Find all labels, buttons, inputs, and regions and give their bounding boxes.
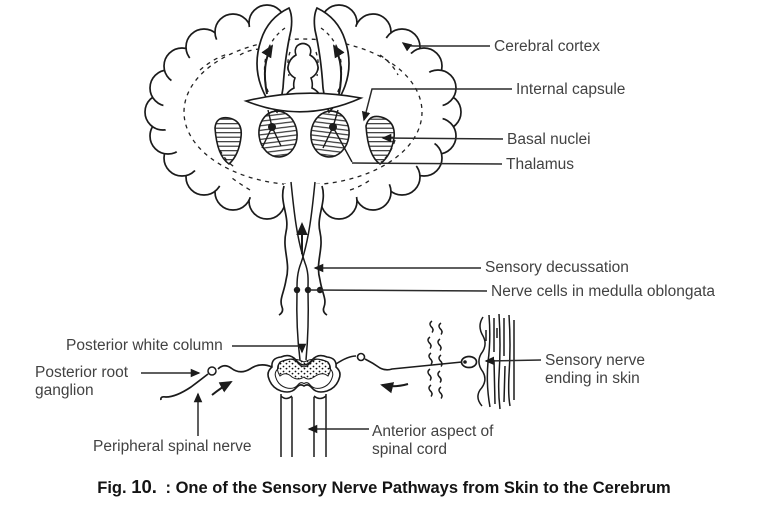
nerve-break-marks [427,320,443,400]
sensory-nerve-path [335,352,463,371]
label-anterior-aspect: Anterior aspect of spinal cord [372,423,494,458]
impulse-arrow-peripheral [211,381,233,396]
leader-basal-nuclei [381,133,504,143]
peripheral-nerve [160,364,273,401]
impulse-arrow-sensory [380,382,409,394]
leader-sensory-nerve-ending [484,356,542,366]
leader-lines [141,42,542,436]
spinal-cord-section [267,354,341,457]
brainstem [278,181,328,361]
label-internal-capsule: Internal capsule [516,81,626,98]
leader-nerve-cells [308,289,488,292]
leader-posterior-white-column [232,343,307,354]
label-sensory-nerve-ending: Sensory nerve ending in skin [545,352,645,387]
label-nerve-cells-medulla: Nerve cells in medulla oblongata [491,283,716,300]
thalamus-left [258,110,298,158]
cord-gray-matter-stipple [277,358,331,380]
label-cerebral-cortex: Cerebral cortex [494,38,600,55]
thalamic-neurons [261,109,353,163]
figure-caption: Fig. 10. : One of the Sensory Nerve Path… [0,476,768,498]
ascending-fiber-arrows [261,44,345,95]
figure-number: 10. [131,476,157,497]
figure-title: : One of the Sensory Nerve Pathways from… [165,479,671,497]
leader-thalamus [351,162,503,165]
leader-cerebral-cortex [401,42,490,52]
basal-nuclei-shapes [214,115,396,166]
posterior-root-ganglion-knob [207,366,217,376]
label-thalamus: Thalamus [506,156,575,173]
anterior-root-lines [280,394,327,457]
label-basal-nuclei: Basal nuclei [507,131,591,148]
label-posterior-root-ganglion: Posterior root ganglion [35,364,129,399]
figure-number-prefix: Fig. [97,479,127,497]
leader-internal-capsule [361,88,512,122]
decussation-fibers [290,181,316,361]
label-peripheral-spinal-nerve: Peripheral spinal nerve [93,438,252,455]
crescent-fissure [243,92,364,113]
sensory-nerve-ending [460,355,478,369]
basal-nucleus-left [214,116,243,166]
label-sensory-decussation: Sensory decussation [485,259,629,276]
label-posterior-white-column: Posterior white column [66,337,223,354]
